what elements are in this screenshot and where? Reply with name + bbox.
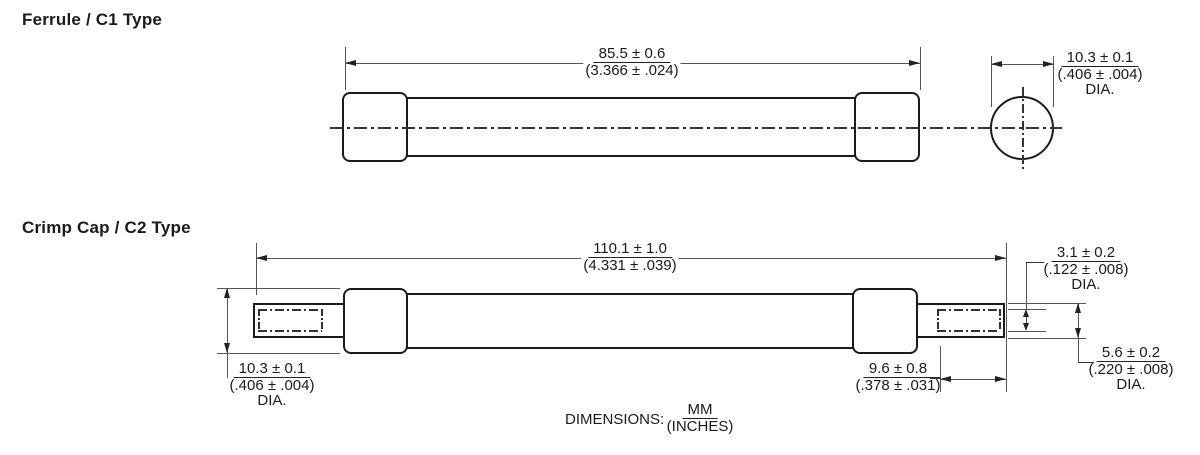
crimp-zone-outline — [937, 309, 939, 331]
extension-line — [345, 47, 346, 90]
arrowhead-left-icon — [991, 60, 1002, 67]
units-inches: (INCHES) — [666, 418, 734, 435]
extension-line — [920, 47, 921, 90]
dimension-inches: (.378 ± .031) — [855, 377, 941, 394]
dimension-mm: 10.3 ± 0.1 — [233, 361, 311, 378]
extension-line — [1008, 303, 1086, 304]
extension-line — [1053, 56, 1054, 107]
crimp-zone-outline — [258, 330, 322, 332]
leader-line — [1026, 262, 1027, 309]
crimp-zone-outline — [937, 330, 1000, 332]
arrowhead-left-icon — [345, 59, 356, 66]
dimension-mm: 3.1 ± 0.2 — [1051, 245, 1121, 262]
dimension-text-ferrule-length: 85.5 ± 0.6 (3.366 ± .024) — [583, 46, 681, 79]
crimp-cap-right — [852, 288, 918, 354]
centerline-horizontal — [330, 127, 1062, 129]
leader-line — [1026, 261, 1044, 263]
dimension-text-crimp-length: 110.1 ± 1.0 (4.331 ± .039) — [581, 241, 679, 274]
extension-line — [217, 353, 340, 354]
dimension-inches: (.406 ± .004) — [1057, 66, 1143, 83]
units-mm: MM — [682, 402, 718, 419]
arrowhead-left-icon — [256, 254, 267, 261]
dimension-line — [991, 64, 1054, 65]
arrowhead-down-icon — [1023, 323, 1029, 331]
leader-line — [1078, 361, 1094, 363]
dimension-text-pin-diameter: 5.6 ± 0.2 (.220 ± .008) DIA. — [1087, 345, 1176, 393]
crimp-zone-outline — [258, 309, 260, 331]
leader-line — [227, 353, 228, 378]
arrowhead-up-icon — [223, 288, 230, 298]
units-label: DIMENSIONS: — [565, 411, 665, 428]
dimension-suffix: DIA. — [1085, 81, 1115, 98]
dimension-mm: 10.3 ± 0.1 — [1061, 50, 1139, 67]
arrowhead-left-icon — [940, 375, 951, 382]
crimp-cap-left — [343, 288, 408, 354]
arrowhead-right-icon — [909, 59, 920, 66]
extension-line — [217, 288, 340, 289]
arrowhead-up-icon — [1023, 309, 1029, 317]
dimension-text-crimp-body-diameter: 10.3 ± 0.1 (.406 ± .004) DIA. — [228, 361, 317, 409]
extension-line — [1008, 338, 1086, 339]
arrowhead-down-icon — [1074, 328, 1081, 338]
section-title-ferrule: Ferrule / C1 Type — [22, 10, 163, 29]
dimension-inches: (.406 ± .004) — [229, 377, 315, 394]
dimension-line — [1026, 314, 1027, 326]
leader-line — [930, 377, 940, 379]
extension-line — [991, 56, 992, 107]
units-fraction: MM (INCHES) — [665, 402, 736, 435]
arrowhead-right-icon — [995, 254, 1006, 261]
section-title-crimp: Crimp Cap / C2 Type — [22, 218, 191, 237]
fuse-body — [405, 293, 855, 349]
dimension-line — [1078, 303, 1079, 338]
extension-line — [940, 346, 941, 392]
dimension-suffix: DIA. — [257, 392, 287, 409]
dimension-inches: (4.331 ± .039) — [581, 257, 679, 274]
dimension-suffix: DIA. — [1116, 376, 1146, 393]
crimp-zone-outline — [258, 309, 322, 311]
centerline-vertical — [1022, 87, 1024, 170]
dimension-line — [227, 288, 228, 353]
dimension-text-ferrule-diameter: 10.3 ± 0.1 (.406 ± .004) DIA. — [1056, 50, 1145, 98]
leader-line — [1078, 338, 1079, 362]
dimension-inches: (3.366 ± .024) — [583, 62, 681, 79]
crimp-zone-outline — [937, 309, 1000, 311]
dimension-suffix: DIA. — [1071, 276, 1101, 293]
dimension-mm: 85.5 ± 0.6 — [593, 46, 671, 63]
dimension-inches: (.122 ± .008) — [1043, 261, 1129, 278]
dimension-text-crimp-core-diameter: 3.1 ± 0.2 (.122 ± .008) DIA. — [1042, 245, 1131, 293]
terminal-pin-right — [915, 303, 1005, 338]
extension-line — [256, 243, 257, 295]
arrowhead-down-icon — [223, 343, 230, 353]
dimension-line — [940, 379, 1006, 380]
arrowhead-right-icon — [1043, 60, 1054, 67]
dimension-mm: 5.6 ± 0.2 — [1096, 345, 1166, 362]
crimp-zone-outline — [999, 309, 1001, 331]
extension-line — [1008, 331, 1046, 332]
dimension-text-pin-length: 9.6 ± 0.8 (.378 ± .031) — [854, 361, 943, 394]
dimension-inches: (.220 ± .008) — [1088, 361, 1174, 378]
crimp-zone-outline — [321, 309, 323, 331]
dimension-mm: 110.1 ± 1.0 — [588, 241, 672, 258]
arrowhead-up-icon — [1074, 303, 1081, 313]
arrowhead-right-icon — [995, 375, 1006, 382]
extension-line — [1006, 243, 1007, 392]
dimension-mm: 9.6 ± 0.8 — [863, 361, 933, 378]
